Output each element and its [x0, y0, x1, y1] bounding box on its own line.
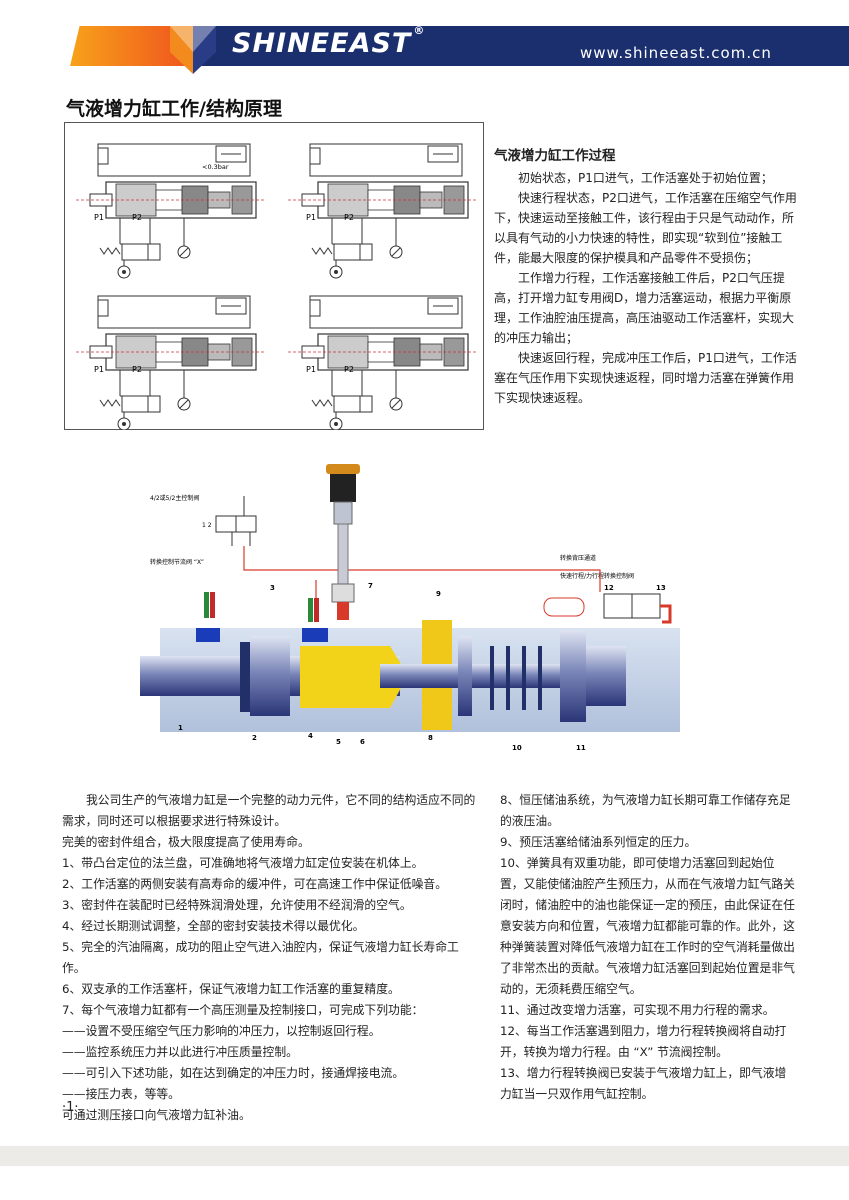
part-number: 1 [178, 724, 183, 732]
part-number: 7 [368, 582, 373, 590]
process-heading: 气液增力缸工作过程 [494, 148, 616, 164]
feature-line: 7、每个气液增力缸都有一个高压测量及控制接口，可完成下列功能： [62, 1003, 424, 1017]
feature-line: ——可引入下述功能，如在达到确定的冲压力时，接通焊接电流。 [62, 1066, 405, 1080]
feature-line: 13、增力行程转换阀已安装于气液增力缸上，即气液增力缸当一只双作用气缸控制。 [500, 1066, 787, 1101]
feature-line: 1、带凸台定位的法兰盘，可准确地将气液增力缸定位安装在机体上。 [62, 856, 424, 870]
feature-line: 3、密封件在装配时已经特殊润滑处理，允许使用不经润滑的空气。 [62, 898, 412, 912]
part-number: 2 [252, 734, 257, 742]
feature-line: 11、通过改变增力活塞，可实现不用力行程的需求。 [500, 1003, 775, 1017]
header-navy-band [190, 26, 849, 66]
p2-label: P2 [344, 365, 354, 374]
logo-chevron-icon [170, 26, 216, 74]
part-number: 13 [656, 584, 666, 592]
feature-line: ——接压力表，等等。 [62, 1087, 180, 1101]
part-number: 4 [308, 732, 313, 740]
structure-diagram: 4/2或5/2主控制阀 1 2 转换控制节流阀 “X” 转换背压通道 快速行程/… [140, 464, 680, 752]
feature-line: 5、完全的汽油隔离，成功的阻止空气进入油腔内，保证气液增力缸长寿命工作。 [62, 940, 459, 975]
part-number: 12 [604, 584, 614, 592]
feature-line: 可通过测压接口向气液增力缸补油。 [62, 1108, 251, 1122]
feature-line: 2、工作活塞的两侧安装有高寿命的缓冲件，可在高速工作中保证低噪音。 [62, 877, 448, 891]
website-url: www.shineeast.com.cn [580, 44, 772, 62]
feature-line: ——监控系统压力并以此进行冲压质量控制。 [62, 1045, 298, 1059]
p1-label: P1 [306, 213, 316, 222]
switch-valve-label: 转换控制节流阀 “X” [150, 558, 204, 566]
feature-line: 12、每当工作活塞遇到阻力，增力行程转换阀将自动打开，转换为增力行程。由 “X”… [500, 1024, 787, 1059]
feature-line: 8、恒压储油系统，为气液增力缸长期可靠工作储存充足的液压油。 [500, 793, 791, 828]
back-pressure-label: 转换背压通道 [560, 554, 596, 562]
state-diagrams: <0.3bar P1 P2 P1 P2 P1 P2 P1 P2 [75, 143, 477, 430]
feature-line: 10、弹簧具有双重功能，即可使增力活塞回到起始位置，又能使储油腔产生预压力，从而… [500, 856, 795, 996]
process-description: 气液增力缸工作过程 初始状态，P1口进气，工作活塞处于初始位置； 快速行程状态，… [494, 146, 804, 408]
features-left-column: 我公司生产的气液增力缸是一个完整的动力元件，它不同的结构适应不同的需求，同时还可… [62, 790, 482, 1126]
p2-label: P2 [132, 365, 142, 374]
bottom-band [0, 1146, 849, 1166]
fast-switch-label: 快速行程/力行程转换控制阀 [560, 572, 634, 580]
pressure-label: <0.3bar [202, 163, 229, 171]
page-title: 气液增力缸工作/结构原理 [66, 98, 282, 120]
p1-label: P1 [306, 365, 316, 374]
process-paragraph: 初始状态，P1口进气，工作活塞处于初始位置； [518, 171, 773, 185]
part-number: 8 [428, 734, 433, 742]
process-paragraph: 快速返回行程，完成冲压工作后，P1口进气，工作活塞在气压作用下实现快速返程，同时… [494, 351, 797, 405]
page-number: ·1· [62, 1100, 79, 1115]
state-diagrams-frame [64, 122, 484, 430]
p2-label: P2 [344, 213, 354, 222]
feature-line: 9、预压活塞给储油系列恒定的压力。 [500, 835, 697, 849]
part-number: 5 [336, 738, 341, 746]
feature-line: 4、经过长期测试调整，全部的密封安装技术得以最优化。 [62, 919, 365, 933]
process-paragraph: 工作增力行程，工作活塞接触工件后，P2口气压提高，打开增力缸专用阀D，增力活塞运… [494, 271, 795, 345]
part-number: 11 [576, 744, 586, 752]
p2-label: P2 [132, 213, 142, 222]
svg-text:1 2: 1 2 [202, 522, 212, 529]
p1-label: P1 [94, 365, 104, 374]
feature-line: 6、双支承的工作活塞杆，保证气液增力缸工作活塞的重复精度。 [62, 982, 400, 996]
page-header: SHINEEAST® www.shineeast.com.cn [0, 0, 849, 80]
part-number: 9 [436, 590, 441, 598]
feature-line: 完美的密封件组合，极大限度提高了使用寿命。 [62, 835, 310, 849]
p1-label: P1 [94, 213, 104, 222]
features-right-column: 8、恒压储油系统，为气液增力缸长期可靠工作储存充足的液压油。 9、预压活塞给储油… [500, 790, 798, 1105]
part-number: 6 [360, 738, 365, 746]
process-paragraph: 快速行程状态，P2口进气，工作活塞在压缩空气作用下，快速运动至接触工件，该行程由… [494, 191, 797, 265]
part-number: 10 [512, 744, 522, 752]
feature-line: ——设置不受压缩空气压力影响的冲压力，以控制返回行程。 [62, 1024, 381, 1038]
brand-logo: SHINEEAST® [232, 24, 426, 59]
part-number: 3 [270, 584, 275, 592]
feature-line: 我公司生产的气液增力缸是一个完整的动力元件，它不同的结构适应不同的需求，同时还可… [62, 793, 476, 828]
main-valve-label: 4/2或5/2主控制阀 [150, 494, 199, 502]
